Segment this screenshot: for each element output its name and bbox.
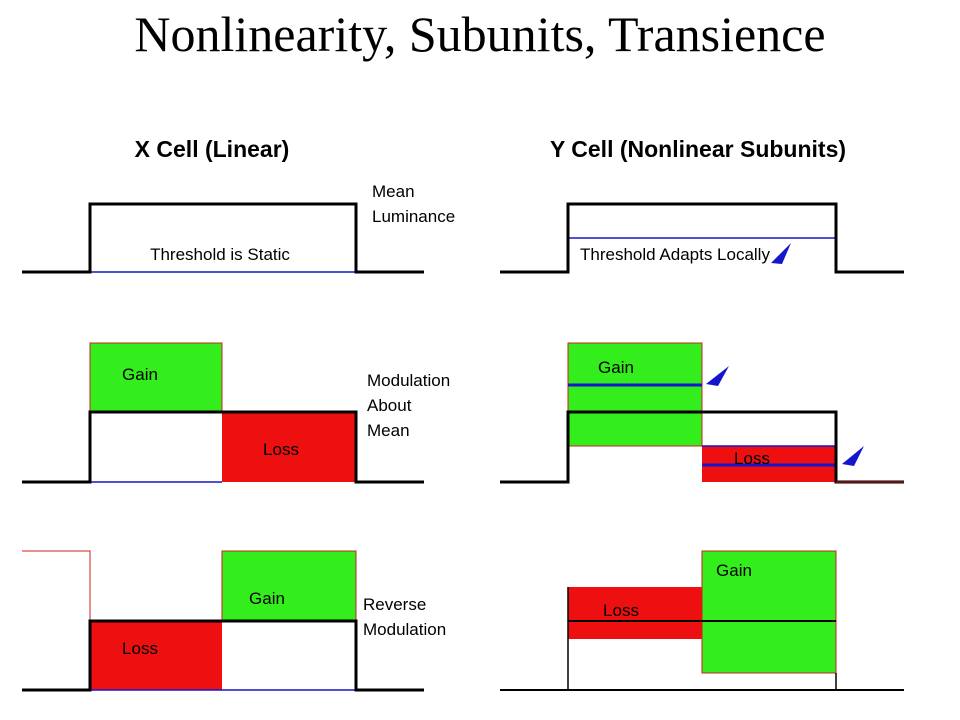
x-row1-trace [22, 202, 424, 274]
y-row2-gain-label: Gain [598, 358, 634, 377]
x-row3-loss-label: Loss [122, 639, 158, 658]
x-row2-loss-region [222, 412, 356, 482]
x-row2-side-label-1: Modulation [367, 371, 450, 390]
x-row1-side-label-2: Luminance [372, 207, 455, 226]
x-row3-gain-label: Gain [249, 589, 285, 608]
y-row3-gain-region [701, 550, 837, 674]
x-row3-side-label-2: Modulation [363, 620, 446, 639]
slide-title: Nonlinearity, Subunits, Transience [134, 6, 826, 62]
x-row2-gain-label: Gain [122, 365, 158, 384]
x-row2-side-label-2: About [367, 396, 412, 415]
x-row2-modulation: Gain Loss Modulation About Mean [22, 342, 450, 484]
x-cell-heading: X Cell (Linear) [135, 136, 290, 162]
y-row3-loss-region [568, 587, 702, 639]
x-row2-loss-label: Loss [263, 440, 299, 459]
x-row3-reverse: Gain Loss Reverse Modulation [22, 550, 446, 692]
x-row2-side-label-3: Mean [367, 421, 410, 440]
y-row1-trace [500, 202, 904, 274]
y-row3-gain-label: Gain [716, 561, 752, 580]
y-row2-loss-label: Loss [734, 449, 770, 468]
y-row2-loss-arrow-icon [842, 446, 864, 466]
y-row3-reverse: Gain Loss [500, 550, 904, 691]
x-row3-trace [22, 619, 424, 692]
x-row3-gain-region [221, 550, 357, 622]
y-cell-heading: Y Cell (Nonlinear Subunits) [550, 136, 846, 162]
y-row1-luminance: Threshold Adapts Locally [500, 202, 904, 274]
x-row3-reference-line [22, 550, 91, 621]
x-row2-gain-region [89, 342, 223, 413]
y-row2-modulation: Gain Loss [500, 342, 904, 484]
y-row2-gain-region [567, 342, 703, 447]
x-row1-luminance: Threshold is Static Mean Luminance [22, 182, 455, 274]
y-row1-threshold-label: Threshold Adapts Locally [580, 245, 770, 264]
x-row3-loss-region [90, 621, 222, 690]
y-row2-gain-arrow-icon [706, 366, 729, 386]
x-row2-trace [22, 410, 424, 484]
x-row3-side-label-1: Reverse [363, 595, 426, 614]
y-row3-loss-label: Loss [603, 601, 639, 620]
x-row1-threshold-label: Threshold is Static [150, 245, 290, 264]
y-row1-arrow-icon [771, 243, 791, 264]
x-row1-side-label-1: Mean [372, 182, 415, 201]
